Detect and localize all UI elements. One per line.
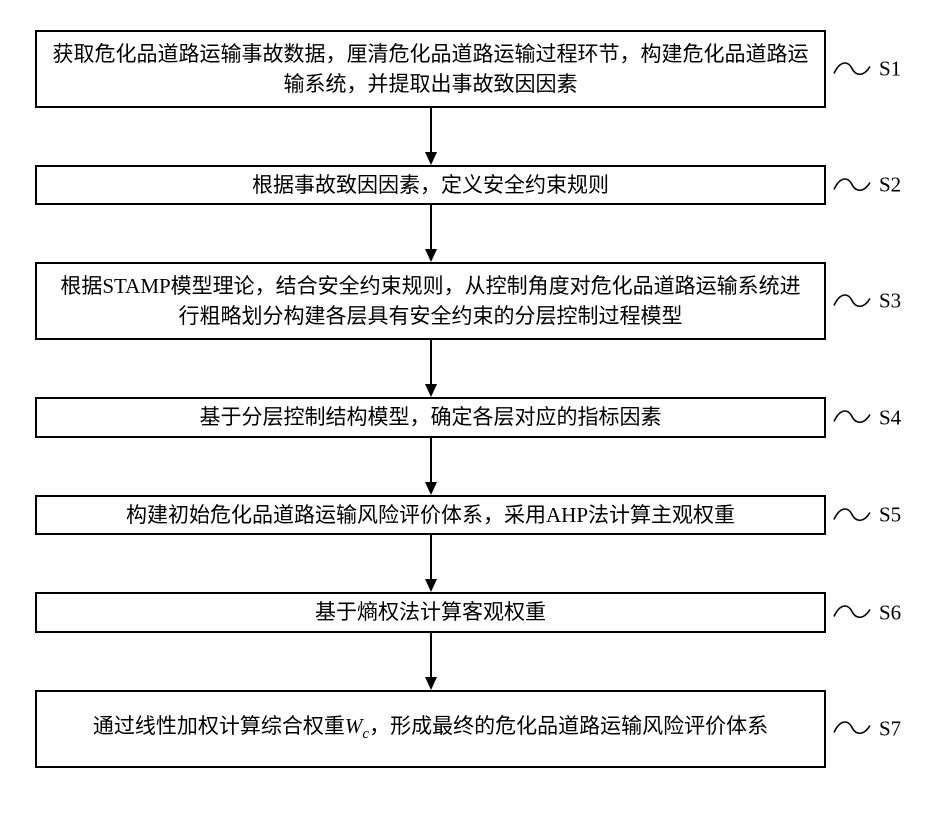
step-label-s4: S4	[879, 405, 902, 430]
flow-step-6: 基于熵权法计算客观权重 S6	[0, 592, 929, 633]
tilde-connector-icon	[833, 605, 871, 619]
down-arrow-1	[35, 108, 826, 165]
step-label-s2: S2	[879, 172, 902, 197]
step-label-s1: S1	[879, 56, 902, 81]
step-side-s4: S4	[832, 405, 901, 430]
formula-symbol: W	[344, 714, 363, 739]
step-text-s7: 通过线性加权计算综合权重Wc，形成最终的危化品道路运输风险评价体系	[93, 711, 768, 746]
step-text-s7-before: 通过线性加权计算综合权重	[92, 714, 345, 739]
step-text-s3: 根据STAMP模型理论，结合安全约束规则，从控制角度对危化品道路运输系统进行粗略…	[60, 274, 801, 329]
step-box-s5: 构建初始危化品道路运输风险评价体系，采用AHP法计算主观权重	[35, 494, 826, 536]
step-side-s6: S6	[832, 600, 901, 625]
down-arrow-head	[424, 384, 437, 398]
step-box-s4: 基于分层控制结构模型，确定各层对应的指标因素	[35, 397, 826, 438]
step-side-s3: S3	[832, 289, 901, 314]
step-label-s7: S7	[879, 716, 902, 741]
step-box-s7: 通过线性加权计算综合权重Wc，形成最终的危化品道路运输风险评价体系	[35, 689, 826, 768]
down-arrow-line	[429, 108, 432, 152]
down-arrow-line	[429, 340, 432, 385]
step-text-s1: 获取危化品道路运输事故数据，厘清危化品道路运输过程环节，构建危化品道路运输系统，…	[52, 41, 809, 96]
flow-step-1: 获取危化品道路运输事故数据，厘清危化品道路运输过程环节，构建危化品道路运输系统，…	[0, 30, 929, 108]
down-arrow-head	[424, 249, 437, 263]
down-arrow-3	[35, 340, 826, 398]
formula-subscript: c	[362, 726, 370, 743]
down-arrow-head	[424, 579, 437, 593]
flow-step-3: 根据STAMP模型理论，结合安全约束规则，从控制角度对危化品道路运输系统进行粗略…	[0, 262, 929, 341]
flowchart: 获取危化品道路运输事故数据，厘清危化品道路运输过程环节，构建危化品道路运输系统，…	[0, 30, 929, 768]
flow-step-7: 通过线性加权计算综合权重Wc，形成最终的危化品道路运输风险评价体系 S7	[0, 689, 929, 768]
step-box-s1: 获取危化品道路运输事故数据，厘清危化品道路运输过程环节，构建危化品道路运输系统，…	[35, 30, 826, 108]
step-box-s2: 根据事故致因因素，定义安全约束规则	[35, 165, 826, 206]
step-label-s5: S5	[879, 502, 902, 527]
step-label-s6: S6	[879, 600, 902, 625]
down-arrow-5	[35, 535, 826, 593]
tilde-connector-icon	[833, 178, 871, 191]
step-text-s7-after: ，形成最终的危化品道路运输风险评价体系	[369, 714, 769, 739]
tilde-connector-icon	[833, 507, 871, 521]
tilde-connector-icon	[833, 294, 871, 307]
tilde-connector-icon	[833, 721, 871, 735]
flow-step-4: 基于分层控制结构模型，确定各层对应的指标因素 S4	[0, 397, 929, 438]
step-text-s6: 基于熵权法计算客观权重	[315, 600, 546, 625]
step-box-s3: 根据STAMP模型理论，结合安全约束规则，从控制角度对危化品道路运输系统进行粗略…	[35, 262, 826, 341]
step-side-s7: S7	[832, 716, 901, 741]
down-arrow-4	[35, 437, 826, 495]
down-arrow-6	[35, 632, 826, 690]
step-box-s6: 基于熵权法计算客观权重	[35, 592, 826, 633]
flow-step-5: 构建初始危化品道路运输风险评价体系，采用AHP法计算主观权重 S5	[0, 494, 929, 536]
down-arrow-2	[35, 205, 826, 263]
step-side-s5: S5	[832, 503, 901, 528]
step-side-s2: S2	[832, 173, 901, 198]
down-arrow-head	[424, 481, 437, 495]
tilde-connector-icon	[833, 61, 871, 75]
down-arrow-line	[429, 535, 432, 580]
down-arrow-line	[429, 205, 432, 250]
step-text-s2: 根据事故致因因素，定义安全约束规则	[252, 173, 609, 197]
down-arrow-line	[429, 632, 432, 677]
step-label-s3: S3	[879, 288, 902, 313]
tilde-connector-icon	[833, 410, 871, 424]
step-text-s4: 基于分层控制结构模型，确定各层对应的指标因素	[199, 405, 662, 430]
down-arrow-line	[429, 437, 432, 482]
flow-step-2: 根据事故致因因素，定义安全约束规则 S2	[0, 165, 929, 206]
step-side-s1: S1	[832, 57, 901, 82]
down-arrow-head	[424, 152, 437, 165]
step-text-s5: 构建初始危化品道路运输风险评价体系，采用AHP法计算主观权重	[125, 502, 735, 527]
down-arrow-head	[424, 676, 437, 690]
